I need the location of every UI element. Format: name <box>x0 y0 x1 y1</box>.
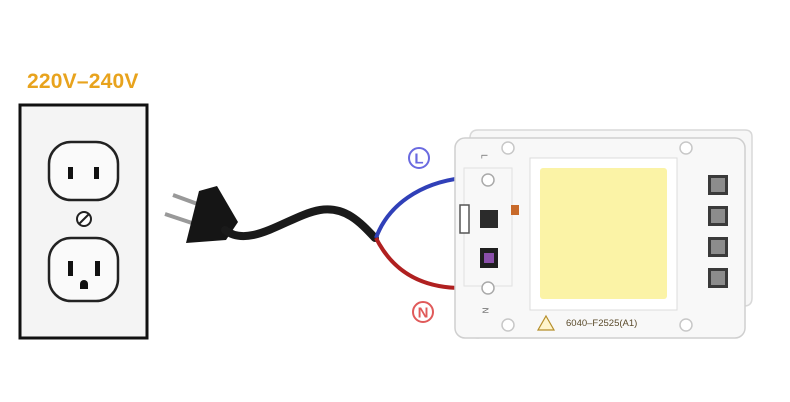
voltage-label: 220V–240V <box>27 70 139 93</box>
live-label: L <box>414 151 423 168</box>
board-silk-l: L <box>479 154 489 159</box>
neutral-terminal-badge: N <box>412 301 434 323</box>
live-terminal-badge: L <box>408 147 430 169</box>
neutral-label: N <box>418 305 429 322</box>
warning-icon <box>536 314 556 331</box>
led-emitter <box>540 168 667 299</box>
board-part-number: 6040–F2525(A1) <box>566 318 638 329</box>
cob-led-board <box>454 129 753 339</box>
wall-outlet <box>18 103 149 340</box>
power-plug <box>164 186 379 243</box>
board-silk-n: N <box>480 307 490 314</box>
